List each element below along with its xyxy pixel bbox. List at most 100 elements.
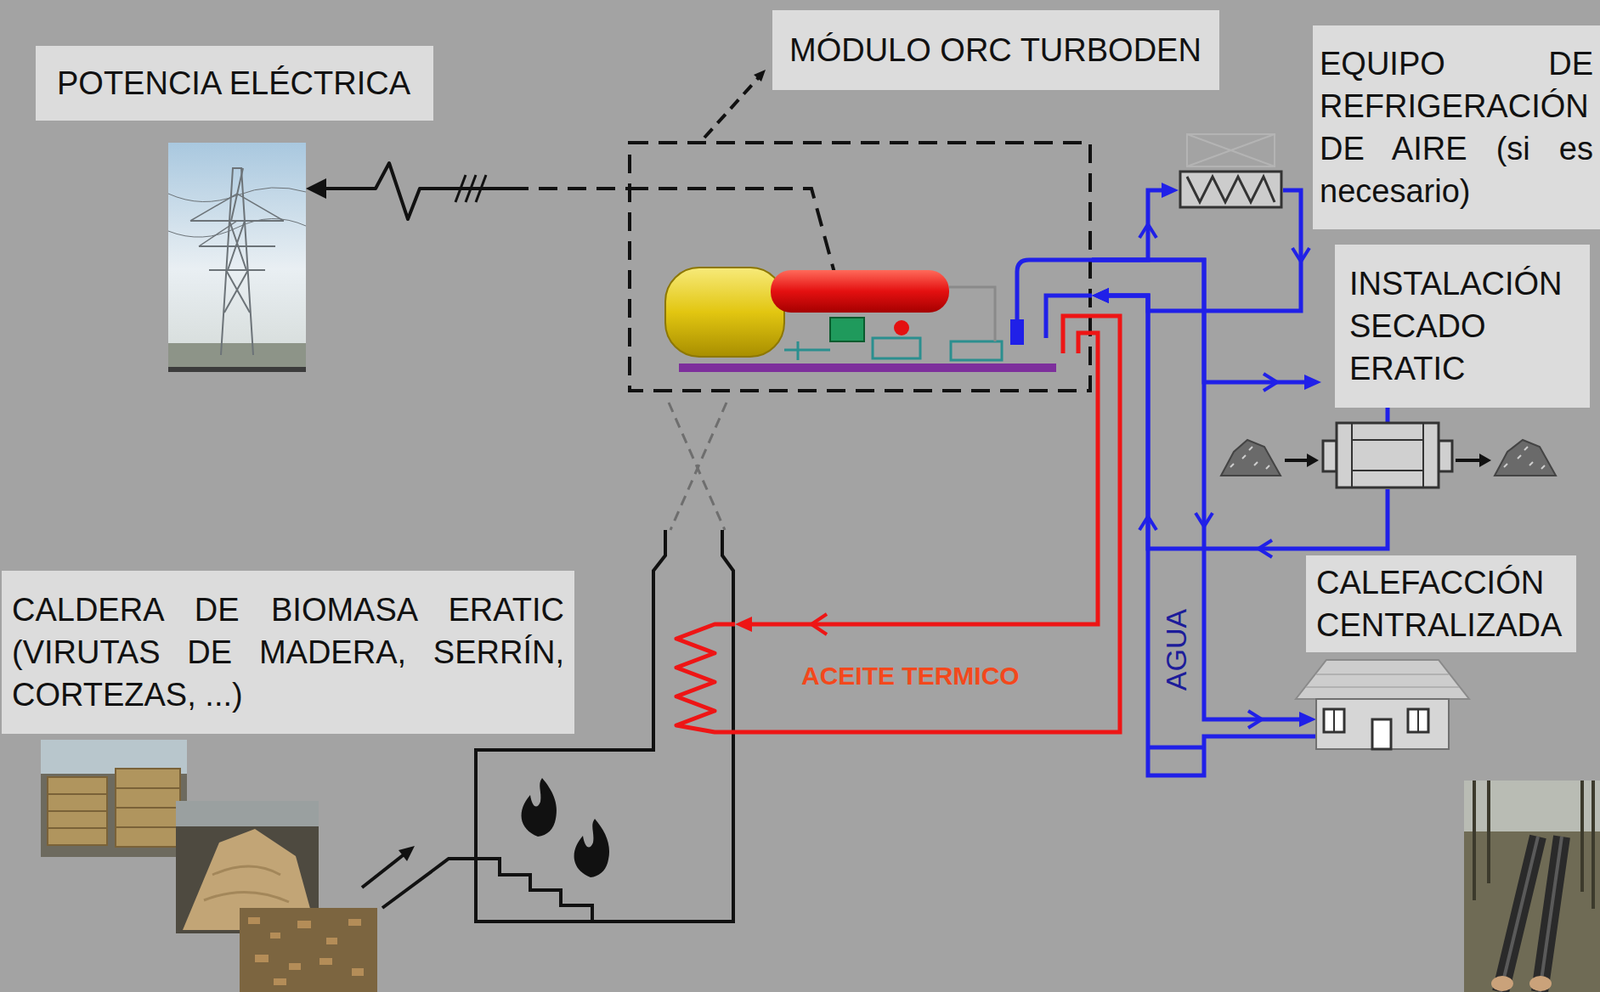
biomass-photos-part-part	[351, 968, 364, 977]
arrow-head	[1304, 374, 1322, 391]
pipe-photo-part	[1464, 780, 1600, 992]
tower-photo-part	[168, 142, 306, 373]
arrow-head	[734, 616, 752, 633]
power-line-solid	[317, 163, 510, 220]
orc-module: MÓDULO ORC TURBODEN	[627, 141, 1092, 393]
boiler-outline-part	[676, 624, 735, 733]
biomass-photos-part-part	[297, 921, 311, 929]
orc-module-art-part-part	[1078, 333, 1092, 354]
air-cooler-symbol-part	[1187, 134, 1275, 167]
boiler-outline-part	[521, 778, 557, 837]
biomass-photos-part-part	[254, 955, 269, 963]
biomass-photos-part-part	[288, 963, 301, 971]
dryer-symbol-part-part	[1438, 440, 1453, 472]
component-label: POTENCIA ELÉCTRICA	[35, 45, 434, 121]
tower-photo-part-part	[220, 168, 254, 356]
house-symbol-part	[1306, 674, 1459, 688]
fluid-label: ACEITE TERMICO	[801, 661, 1020, 692]
power-line-dashed	[509, 186, 628, 191]
house-symbol-part-part	[1372, 719, 1391, 750]
orc-module-art-part	[893, 320, 910, 336]
power-line	[305, 163, 628, 220]
tower-photo-part	[168, 168, 306, 356]
dryer-symbol-part-part	[1322, 440, 1337, 472]
material-heaps-part	[1230, 446, 1270, 470]
pipe-photo-part	[1491, 976, 1514, 992]
orc-module-art-part	[1062, 316, 1092, 354]
orc-module-art	[627, 141, 1092, 393]
boiler-outline-part	[574, 819, 610, 878]
district-heating: CALEFACCIÓN CENTRALIZADA	[1316, 555, 1577, 751]
tower-photo	[168, 142, 306, 373]
pipe-line	[734, 316, 1120, 733]
pipe-line	[745, 333, 1098, 625]
air-cooler-symbol-part	[1187, 176, 1275, 203]
orc-module-art-part	[949, 287, 996, 342]
orc-module-art-part	[1017, 260, 1092, 339]
pipe-line	[1102, 295, 1317, 776]
arrow-head	[1091, 288, 1109, 304]
material-heaps-part	[1284, 458, 1309, 463]
pipe-connector	[734, 333, 1098, 633]
biomass-photos-part-part	[273, 978, 287, 986]
orc-module-art-part-part	[1017, 260, 1092, 323]
leader-line-part	[753, 69, 766, 82]
orc-module-art-part-part	[784, 341, 831, 361]
exhaust-lines	[668, 402, 727, 531]
tower-photo-part-part	[190, 193, 284, 247]
pipe-connector	[1091, 260, 1317, 728]
pipe-connector	[734, 316, 1120, 733]
pipe-line	[1091, 260, 1312, 383]
tower-photo-part-part	[224, 168, 250, 313]
material-heaps-part	[1221, 440, 1281, 476]
house-symbol-part	[1316, 699, 1449, 750]
water-box-line-part	[1147, 746, 1205, 751]
arrow-head	[1091, 288, 1109, 304]
air-cooler-symbol-part	[1180, 171, 1282, 208]
component-label: INSTALACIÓN SECADO ERATIC	[1334, 244, 1590, 408]
leader-line-part	[704, 76, 760, 138]
biomass-photos-part	[47, 768, 181, 848]
biomass-photos-part-part	[326, 938, 338, 945]
pipe-photo-part	[1500, 836, 1562, 992]
dryer-symbol-part	[1351, 423, 1424, 488]
orc-module-art-part-part	[950, 341, 1002, 361]
pipe-photo	[1464, 780, 1600, 992]
arrow-head	[1091, 288, 1109, 304]
fluid-label: AGUA	[1161, 609, 1191, 691]
orc-module-art-part	[629, 142, 1091, 391]
leader-line	[704, 69, 766, 138]
pipe-connector	[1091, 182, 1179, 261]
biomass-photos-part-part	[248, 917, 261, 925]
boiler-outline-part	[361, 853, 407, 888]
material-heaps-part	[1503, 446, 1545, 470]
component-label: EQUIPO DE REFRIGERACIÓN DE AIRE (si es n…	[1312, 25, 1600, 230]
material-heaps-part	[1494, 440, 1556, 476]
tower-photo-part	[168, 343, 306, 369]
orc-module-art-part	[665, 267, 785, 357]
dryer-symbol-part	[1385, 407, 1391, 424]
biomass-boiler: CALDERA DE BIOMASA ERATIC (VIRUTAS DE MA…	[474, 530, 735, 924]
arrow-head	[305, 178, 327, 199]
tower-photo-part	[168, 367, 306, 373]
component-label: CALDERA DE BIOMASA ERATIC (VIRUTAS DE MA…	[1, 571, 575, 735]
orc-module-art-part-part	[1062, 316, 1092, 354]
pipe-photo-part	[1464, 780, 1600, 832]
biomass-photos-part	[239, 908, 378, 992]
house-symbol-part	[1295, 660, 1470, 700]
biomass-photos-part	[175, 801, 319, 827]
orc-module-art-part	[770, 270, 950, 313]
house-symbol-part	[1323, 709, 1429, 750]
exhaust-lines-part	[668, 402, 727, 531]
biomass-photos-part	[40, 740, 187, 858]
air-cooler-symbol	[1178, 132, 1284, 210]
house-symbol-part	[1334, 709, 1419, 733]
arrow-head	[1161, 182, 1179, 198]
orc-module-art-part	[784, 338, 1002, 361]
pipe-photo-part	[1500, 836, 1562, 992]
dryer-unit: INSTALACIÓN SECADO ERATIC	[1321, 244, 1590, 490]
air-cooler-symbol-part	[1187, 134, 1275, 167]
boiler-outline-part	[398, 846, 415, 862]
pipe-connector	[1091, 288, 1317, 776]
